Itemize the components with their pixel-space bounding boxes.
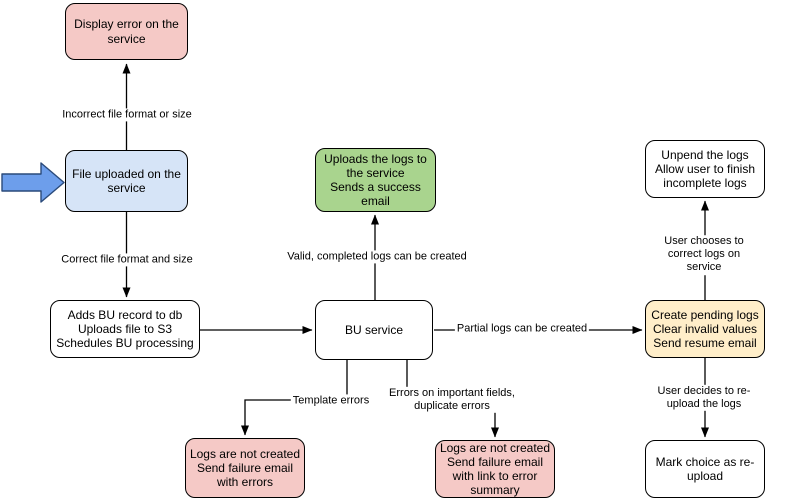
node-display-error: Display error on the service [65, 3, 188, 60]
node-bu-service-text: BU service [344, 322, 403, 337]
edge-label-user-chooses: User chooses to correct logs on service [655, 235, 753, 275]
node-uploads-logs-success: Uploads the logs to the service Sends a … [315, 148, 436, 212]
node-bu-service: BU service [315, 300, 433, 360]
node-file-uploaded: File uploaded on the service [65, 150, 188, 212]
node-file-uploaded-text: File uploaded on the service [72, 166, 181, 195]
input-block-arrow-icon [1, 162, 65, 203]
node-mark-choice-reupload: Mark choice as re- upload [645, 440, 765, 498]
node-adds-bu-record: Adds BU record to db Uploads file to S3 … [50, 300, 200, 358]
edge-label-valid-completed: Valid, completed logs can be created [285, 250, 469, 264]
node-logs-not-created-summary-text: Logs are not created Send failure email … [439, 440, 551, 498]
node-unpend-logs: Unpend the logs Allow user to finish inc… [645, 140, 765, 198]
node-create-pending-logs-text: Create pending logs Clear invalid values… [651, 307, 759, 351]
node-create-pending-logs: Create pending logs Clear invalid values… [645, 300, 765, 358]
node-logs-not-created-errors-text: Logs are not created Send failure email … [189, 446, 301, 490]
node-display-error-text: Display error on the service [74, 17, 179, 46]
node-unpend-logs-text: Unpend the logs Allow user to finish inc… [654, 147, 756, 191]
edge-label-incorrect-format: Incorrect file format or size [60, 108, 194, 122]
node-adds-bu-record-text: Adds BU record to db Uploads file to S3 … [56, 307, 194, 351]
node-mark-choice-reupload-text: Mark choice as re- upload [655, 454, 755, 483]
node-logs-not-created-errors: Logs are not created Send failure email … [185, 438, 305, 498]
node-uploads-logs-success-text: Uploads the logs to the service Sends a … [324, 151, 427, 209]
node-logs-not-created-summary: Logs are not created Send failure email … [435, 440, 555, 498]
edge-label-user-decides: User decides to re-upload the logs [655, 384, 753, 412]
edge-label-template-errors: Template errors [290, 394, 372, 408]
edge-label-errors-important: Errors on important fields, duplicate er… [387, 386, 517, 414]
edge-label-correct-format: Correct file format and size [59, 253, 195, 267]
edge-label-partial-logs: Partial logs can be created [454, 322, 590, 336]
